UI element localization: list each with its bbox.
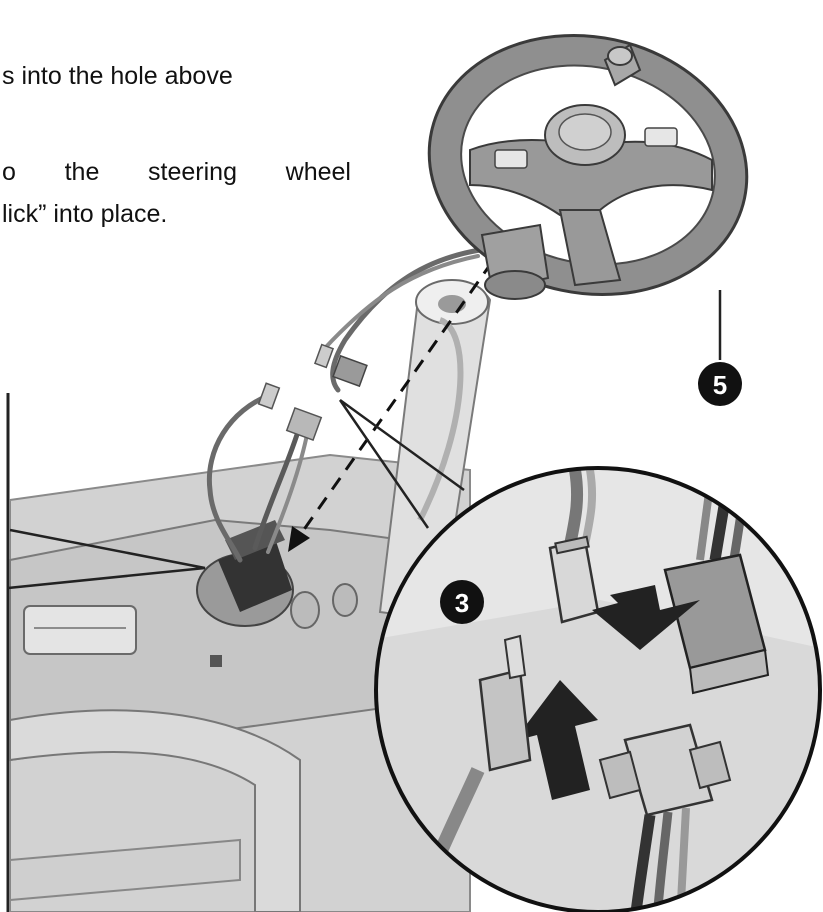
instruction-text-line-1: s into the hole above	[2, 62, 233, 90]
large-connector-bottom	[285, 406, 323, 442]
insertion-guide-line	[296, 261, 494, 539]
instruction-text-line-3: lick” into place.	[2, 200, 168, 228]
vehicle-dashboard	[9, 453, 471, 912]
callout-5-badge	[698, 362, 742, 406]
insertion-arrow	[288, 526, 310, 552]
callout-3-number: 3	[455, 588, 469, 618]
callout-3-badge	[440, 580, 484, 624]
horn-button-right	[644, 127, 678, 147]
callout-5-number: 5	[713, 370, 727, 400]
callout-pointer-left	[7, 528, 206, 590]
dashboard-panel	[23, 605, 137, 655]
wiring-harness	[206, 247, 483, 563]
small-connector-bottom	[257, 382, 281, 410]
instruction-text-line-2: o the steering wheel	[2, 158, 351, 186]
arrow-up	[514, 680, 598, 800]
callout-pointer-zoom	[338, 398, 465, 529]
small-socket-bottom	[478, 668, 532, 772]
spinner-knob	[607, 46, 633, 66]
large-connector-top	[332, 354, 368, 388]
horn-button-left	[494, 149, 528, 169]
connector-detail-zoom	[374, 466, 822, 912]
small-connector-top	[313, 343, 335, 369]
arrow-down	[592, 585, 700, 650]
steering-wheel	[427, 33, 749, 300]
grab-bar	[9, 709, 301, 912]
